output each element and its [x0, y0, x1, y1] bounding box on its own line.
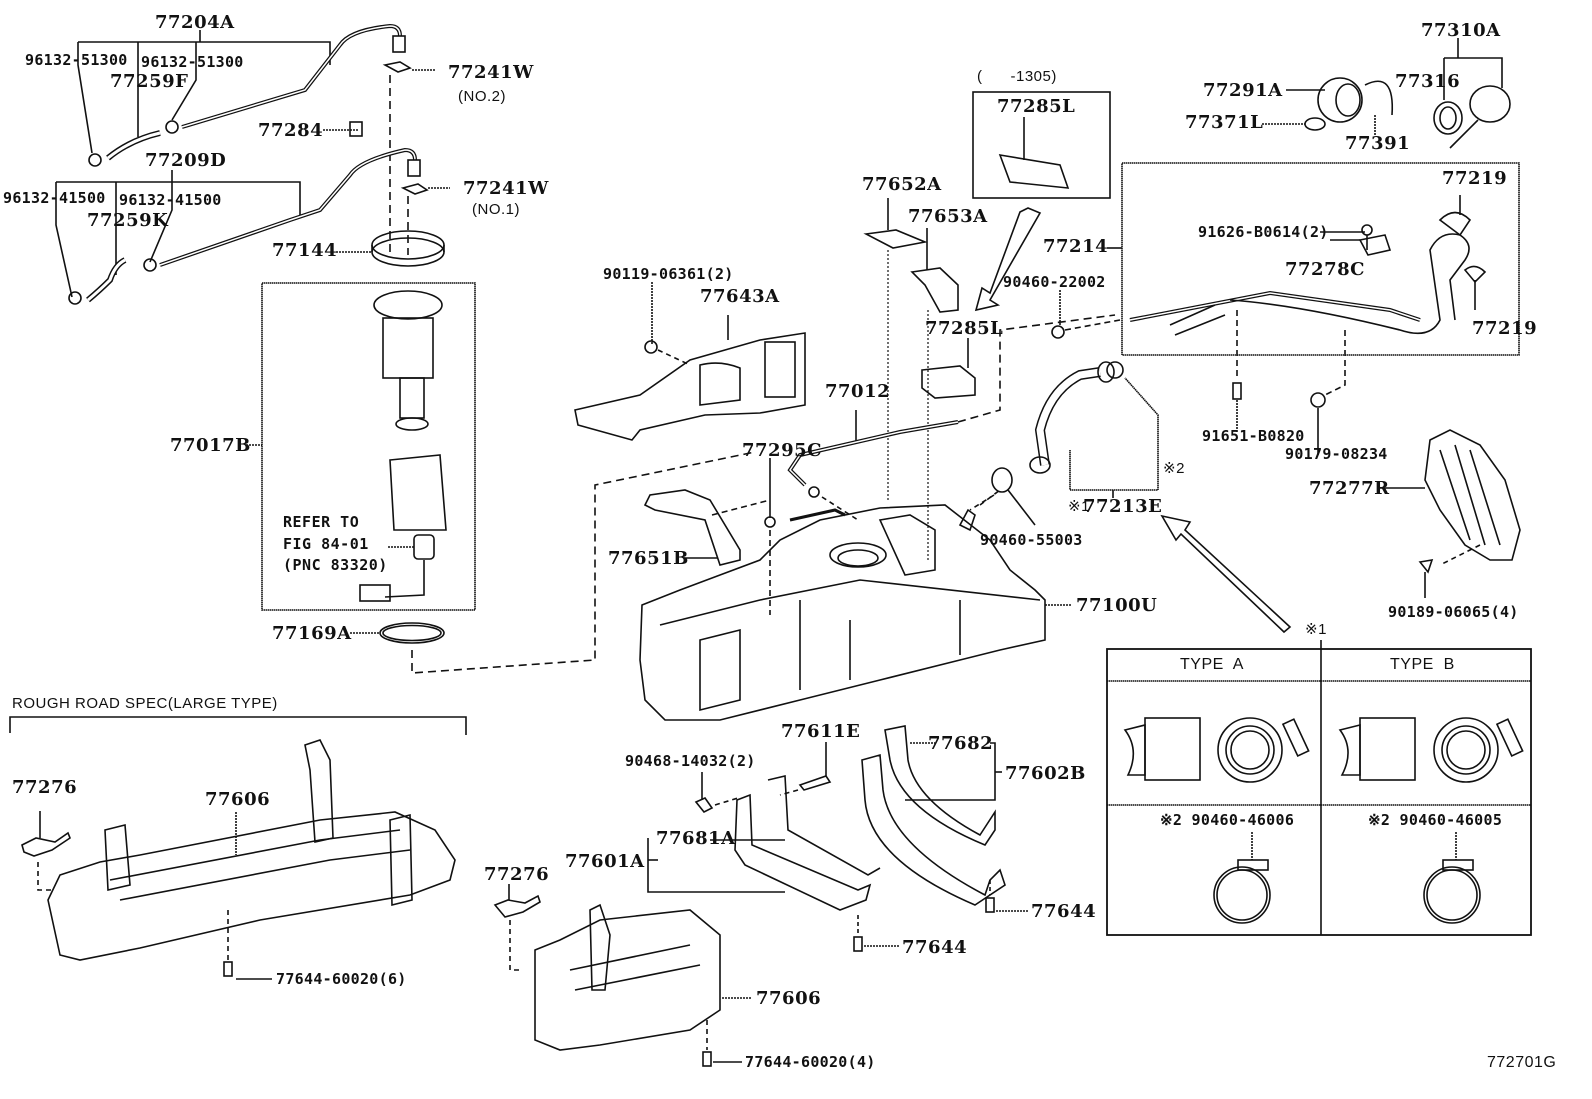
label-pnc-83320: (PNC 83320) — [283, 556, 388, 574]
label-90179-08234: 90179-08234 — [1285, 445, 1388, 463]
label-no2-note: (NO.2) — [458, 88, 506, 105]
arrow-type-ref — [1160, 514, 1292, 634]
clamp-77285l-drawing — [921, 338, 976, 399]
label-77277r: 77277R — [1309, 478, 1390, 499]
label-77652a: 77652A — [862, 174, 942, 195]
label-77601a: 77601A — [565, 851, 645, 872]
label-77284: 77284 — [258, 120, 324, 141]
label-77241w-no1: 77241W — [463, 178, 549, 199]
label-clamp-90460-46005: ※2 90460-46005 — [1368, 811, 1503, 829]
label-mark1-hose: ※1 — [1068, 498, 1090, 515]
label-77276-left: 77276 — [12, 777, 78, 798]
label-77295c: 77295C — [742, 440, 822, 461]
vent-hose-77204a-drawing — [77, 23, 436, 255]
label-77644-right: 77644 — [1031, 901, 1097, 922]
label-77606-center: 77606 — [756, 988, 822, 1009]
label-96132-41500-right: 96132-41500 — [119, 191, 222, 209]
label-90119-06361: 90119-06361(2) — [603, 265, 734, 283]
label-91626-b0614: 91626-B0614(2) — [1198, 223, 1329, 241]
fuel-pump-box — [246, 282, 476, 611]
label-77276-center: 77276 — [484, 864, 550, 885]
label-77219-top: 77219 — [1442, 168, 1508, 189]
label-77644-60020-6: 77644-60020(6) — [276, 970, 407, 988]
label-type-b: TYPE B — [1390, 656, 1455, 673]
label-77169a: 77169A — [272, 623, 352, 644]
label-77285l: 77285L — [925, 318, 1004, 339]
label-96132-51300-right: 96132-51300 — [141, 53, 244, 71]
label-clamp-90460-46006: ※2 90460-46006 — [1160, 811, 1295, 829]
hose-77295c-drawing — [764, 458, 846, 615]
label-77681a: 77681A — [656, 828, 736, 849]
type-table-drawing — [1106, 640, 1532, 936]
housing-77291a-drawing — [1262, 77, 1394, 135]
protector-77643a-drawing — [574, 282, 806, 441]
label-date-range: ( -1305) — [977, 68, 1057, 85]
bolt-91651-drawing — [1232, 310, 1242, 432]
label-77391: 77391 — [1345, 133, 1411, 154]
label-77653a: 77653A — [908, 206, 988, 227]
label-rough-road-spec: ROUGH ROAD SPEC(LARGE TYPE) — [12, 695, 278, 712]
label-77241w-no2: 77241W — [448, 62, 534, 83]
label-77644-60020-4: 77644-60020(4) — [745, 1053, 876, 1071]
clip-90460-22002-drawing — [1051, 290, 1121, 339]
label-77644-left: 77644 — [902, 937, 968, 958]
label-77602b: 77602B — [1005, 763, 1086, 784]
label-type-a: TYPE A — [1180, 656, 1244, 673]
label-table-mark1: ※1 — [1305, 621, 1327, 638]
label-77012: 77012 — [825, 381, 891, 402]
label-77259k: 77259K — [87, 210, 169, 231]
label-77316: 77316 — [1395, 71, 1461, 92]
label-77259f: 77259F — [110, 71, 189, 92]
label-96132-41500-left: 96132-41500 — [3, 189, 106, 207]
retainer-77144-drawing — [336, 230, 445, 267]
cushion-77653a-drawing — [910, 228, 959, 560]
label-77100u: 77100U — [1076, 595, 1158, 616]
label-77213e: 77213E — [1083, 496, 1163, 517]
rough-road-group-drawing — [9, 716, 467, 980]
protector-77277r-drawing — [1380, 429, 1521, 598]
band-cushion-77651b-drawing — [643, 489, 771, 566]
label-77682: 77682 — [928, 733, 994, 754]
label-91651-b0820: 91651-B0820 — [1202, 427, 1305, 445]
figure-id: 772701G — [1487, 1054, 1557, 1071]
label-77144: 77144 — [272, 240, 338, 261]
label-77278c: 77278C — [1285, 259, 1365, 280]
label-90460-22002: 90460-22002 — [1003, 273, 1106, 291]
tube-77012-drawing — [787, 314, 1116, 521]
clip-90460-55003-drawing — [969, 467, 1036, 526]
label-77214: 77214 — [1043, 236, 1109, 257]
label-77291a: 77291A — [1203, 80, 1283, 101]
label-77651b: 77651B — [608, 548, 689, 569]
label-77643a: 77643A — [700, 286, 780, 307]
label-90189-06065: 90189-06065(4) — [1388, 603, 1519, 621]
label-refer-to: REFER TO — [283, 513, 360, 531]
hose-77213e-drawing — [1029, 361, 1159, 498]
label-77606-left: 77606 — [205, 789, 271, 810]
cushion-77652a-drawing — [863, 198, 928, 500]
bottom-center-group-drawing — [493, 725, 1028, 1067]
clamp-inset-box — [972, 91, 1111, 312]
label-77310a: 77310A — [1421, 20, 1501, 41]
label-77611e: 77611E — [781, 721, 861, 742]
vent-hose-77209d-drawing — [55, 147, 450, 305]
filler-pipe-box — [1107, 162, 1520, 356]
label-fig-84-01: FIG 84-01 — [283, 535, 369, 553]
nut-90179-drawing — [1310, 330, 1346, 455]
label-90468-14032: 90468-14032(2) — [625, 752, 756, 770]
label-77285l-inset: 77285L — [997, 96, 1076, 117]
gasket-77169a-drawing — [350, 451, 756, 674]
label-77209d: 77209D — [145, 150, 227, 171]
label-77204a: 77204A — [155, 12, 235, 33]
label-mark2-hose: ※2 — [1163, 460, 1185, 477]
label-77219-bottom: 77219 — [1472, 318, 1538, 339]
label-96132-51300-left: 96132-51300 — [25, 51, 128, 69]
cap-77310a-drawing — [1433, 38, 1511, 149]
label-no1-note: (NO.1) — [472, 201, 520, 218]
tank-77100u-drawing — [639, 489, 1072, 721]
label-77371l: 77371L — [1185, 112, 1264, 133]
label-90460-55003: 90460-55003 — [980, 531, 1083, 549]
label-77017b: 77017B — [170, 435, 251, 456]
